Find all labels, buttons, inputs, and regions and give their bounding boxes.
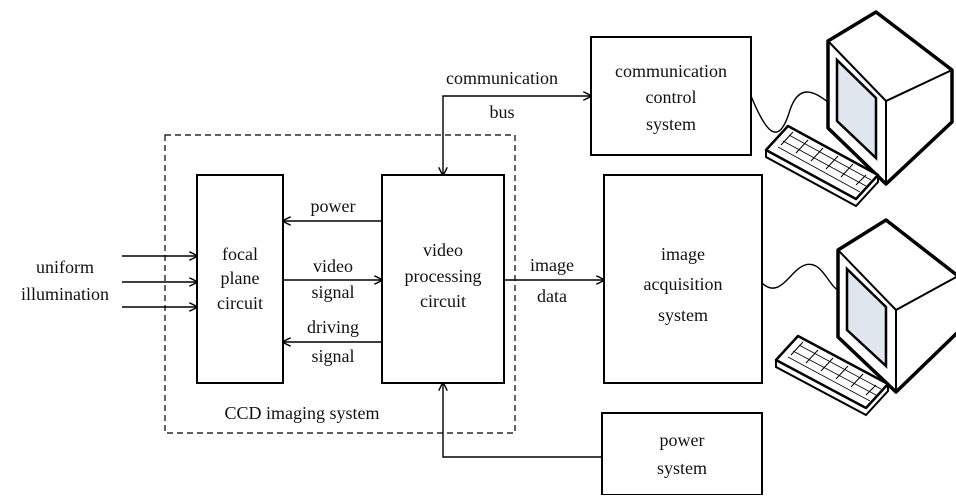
communication-control-system-box — [590, 36, 752, 156]
image-acquisition-line1: image — [661, 244, 705, 264]
power-system-box — [601, 412, 763, 496]
video-signal-line2: signal — [312, 282, 355, 302]
ccd-imaging-system-boundary — [164, 134, 516, 434]
communication-bus-line2: bus — [489, 102, 514, 122]
keyboard-icon — [764, 124, 880, 208]
image-acquisition-line2: acquisition — [644, 274, 723, 294]
bottom-computer-cable — [761, 263, 839, 291]
video-signal-line1: video — [313, 256, 353, 276]
ccd-imaging-system-label: CCD imaging system — [224, 403, 379, 423]
power-system-line1: power — [660, 430, 705, 450]
illumination-arrows — [122, 256, 197, 307]
power-system-line2: system — [657, 458, 707, 478]
video-processing-line3: circuit — [420, 291, 466, 311]
image-data-line1: image — [530, 255, 574, 275]
image-data-line2: data — [537, 286, 567, 306]
comm-control-line1: communication — [615, 61, 727, 81]
comm-control-line3: system — [646, 114, 696, 134]
input-label-line2: illumination — [21, 284, 109, 304]
video-processing-line2: processing — [405, 266, 482, 286]
computer-monitor-icon — [836, 218, 956, 394]
communication-bus-arrow — [443, 96, 591, 175]
focal-plane-circuit-box — [196, 174, 284, 384]
input-label-line1: uniform — [36, 257, 94, 277]
power-system-arrow — [443, 383, 602, 458]
computer-monitor-icon — [826, 10, 954, 186]
comm-control-line2: control — [646, 87, 697, 107]
communication-bus-line1: communication — [446, 68, 558, 88]
driving-signal-line2: signal — [312, 346, 355, 366]
power-signal-label: power — [311, 196, 356, 216]
focal-plane-line2: plane — [221, 268, 260, 288]
image-acquisition-system-box — [603, 174, 763, 384]
top-computer-cable — [750, 91, 829, 133]
keyboard-icon — [774, 334, 890, 417]
focal-plane-line3: circuit — [217, 293, 263, 313]
focal-plane-line1: focal — [222, 244, 258, 264]
driving-signal-line1: driving — [307, 317, 359, 337]
video-processing-line1: video — [423, 240, 463, 260]
image-acquisition-line3: system — [658, 305, 708, 325]
